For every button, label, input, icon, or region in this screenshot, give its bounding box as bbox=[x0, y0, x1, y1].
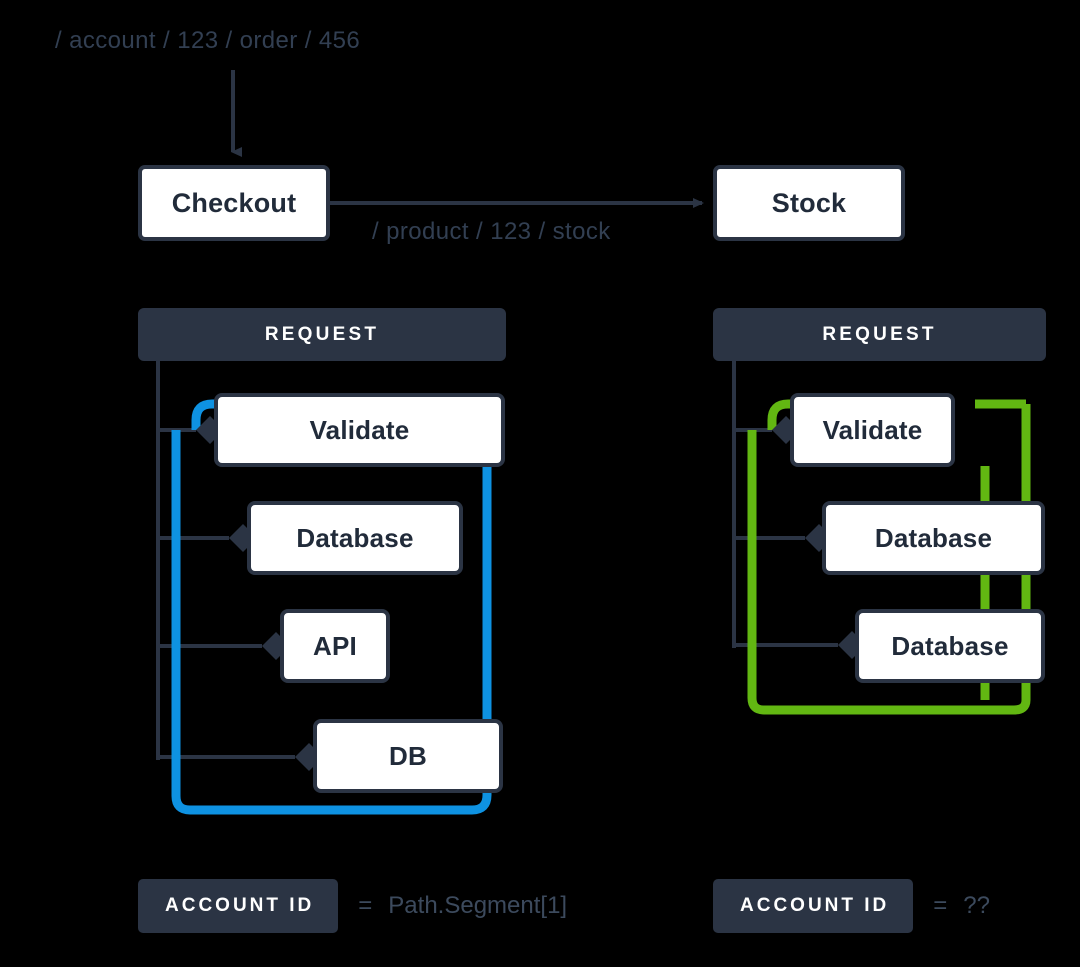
request-header-left-label: REQUEST bbox=[264, 323, 380, 345]
legend-right-equals: = bbox=[933, 892, 948, 919]
span-box-right-validate[interactable]: Validate bbox=[790, 393, 955, 467]
service-box-checkout-label: Checkout bbox=[171, 187, 297, 218]
legend-left-equals: = bbox=[358, 892, 373, 919]
service-box-checkout[interactable]: Checkout bbox=[138, 165, 330, 241]
legend-left-value: Path.Segment[1] bbox=[388, 892, 568, 919]
request-header-right-label: REQUEST bbox=[822, 323, 937, 345]
span-box-right-database-2[interactable]: Database bbox=[855, 609, 1045, 683]
span-box-left-database-label: Database bbox=[296, 522, 414, 553]
span-box-left-validate-label: Validate bbox=[309, 414, 410, 445]
right-trace-green-loop bbox=[747, 404, 1031, 715]
legend-right-badge: ACCOUNT ID bbox=[713, 879, 914, 933]
span-box-right-database-2-label: Database bbox=[891, 630, 1009, 661]
edge-label-product-stock: / product / 123 / stock bbox=[372, 218, 611, 245]
span-box-right-database-1-label: Database bbox=[874, 522, 993, 553]
span-box-left-api[interactable]: API bbox=[280, 609, 390, 683]
legend-left: ACCOUNT ID = Path.Segment[1] bbox=[138, 879, 567, 933]
right-trace-green-enter bbox=[767, 399, 816, 430]
span-box-left-db-label: DB bbox=[389, 740, 427, 771]
request-header-right: REQUEST bbox=[713, 308, 1046, 361]
left-trace-blue-enter bbox=[191, 399, 240, 430]
legend-right: ACCOUNT ID = ?? bbox=[713, 879, 990, 933]
legend-right-value: ?? bbox=[963, 892, 990, 919]
service-box-stock-label: Stock bbox=[771, 187, 847, 218]
legend-left-badge: ACCOUNT ID bbox=[138, 879, 339, 933]
span-box-left-database[interactable]: Database bbox=[247, 501, 463, 575]
incoming-path-label: / account / 123 / order / 456 bbox=[55, 27, 361, 54]
span-box-left-validate[interactable]: Validate bbox=[214, 393, 505, 467]
left-trace-blue-loop bbox=[171, 430, 492, 815]
service-box-stock[interactable]: Stock bbox=[713, 165, 905, 241]
span-box-right-database-1[interactable]: Database bbox=[822, 501, 1045, 575]
span-box-left-db[interactable]: DB bbox=[313, 719, 503, 793]
span-box-right-validate-label: Validate bbox=[822, 414, 923, 445]
request-header-left: REQUEST bbox=[138, 308, 506, 361]
span-box-left-api-label: API bbox=[313, 630, 357, 661]
